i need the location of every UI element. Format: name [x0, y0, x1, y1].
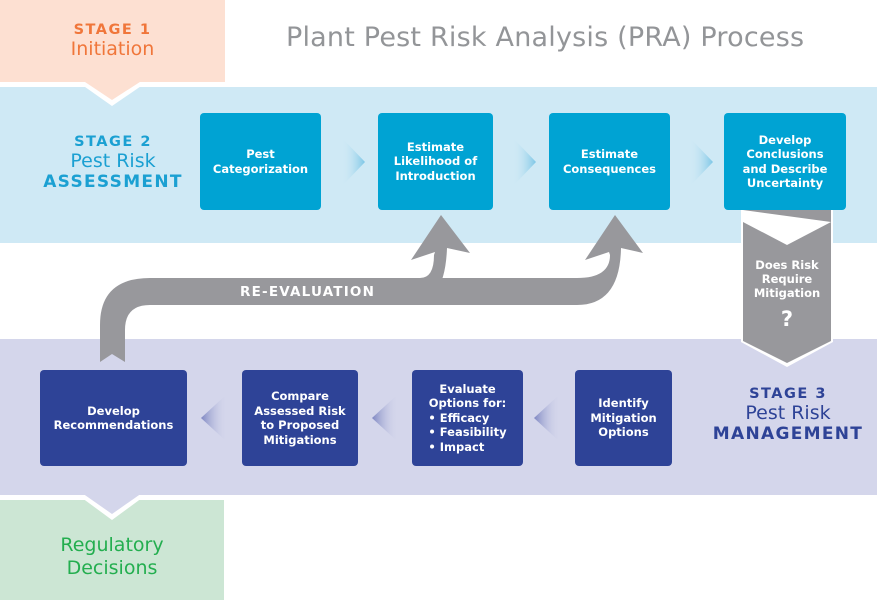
question-mark-icon: ? [780, 307, 794, 331]
step-text: Pest [246, 147, 275, 161]
bullet-efficacy: • Efficacy [428, 410, 490, 425]
step-text: Options [598, 425, 649, 440]
stage3-number: STAGE 3 [749, 386, 827, 402]
step-text: Uncertainty [746, 176, 824, 190]
step-text: Compare [271, 389, 329, 403]
step-text: Options for: [428, 396, 507, 411]
step-compare-assessed-risk: Compare Assessed Risk to Proposed Mitiga… [242, 370, 358, 466]
bullet-feasibility: • Feasibility [428, 425, 507, 440]
reevaluation-label: RE-EVALUATION [240, 284, 376, 300]
page-title: Plant Pest Risk Analysis (PRA) Process [286, 22, 805, 53]
decision-text: Mitigation [753, 286, 821, 300]
step-text: Consequences [562, 161, 657, 176]
stage2-bold: ASSESSMENT [43, 172, 183, 192]
step-text: Mitigations [263, 432, 337, 447]
stage1-name: Initiation [70, 38, 155, 60]
step-text: Develop [87, 403, 140, 418]
step-text: Conclusions [746, 147, 824, 161]
step-text: Estimate [580, 147, 639, 161]
bullet-impact: • Impact [428, 439, 485, 454]
decision-text: Require [761, 272, 813, 286]
stage2-name: Pest Risk [70, 150, 156, 172]
stage1-number: STAGE 1 [73, 22, 152, 38]
decision-text: Does Risk [755, 258, 819, 272]
stage2-number: STAGE 2 [74, 134, 152, 150]
stage3-bold: MANAGEMENT [712, 424, 864, 444]
step-text: Categorization [212, 161, 309, 176]
step-identify-mitigation: Identify Mitigation Options [575, 370, 672, 466]
step-text: and Describe [742, 161, 828, 176]
decision-question: Does Risk Require Mitigation [743, 258, 831, 300]
step-text: Develop [758, 132, 812, 147]
step-estimate-consequences: Estimate Consequences [549, 113, 670, 210]
step-develop-conclusions: Develop Conclusions and Describe Uncerta… [724, 113, 846, 210]
step-text: Assessed Risk [254, 403, 346, 418]
step-text: Evaluate [439, 381, 496, 396]
final-label: Regulatory Decisions [0, 534, 224, 580]
step-text: Estimate [406, 139, 465, 154]
step-evaluate-options: Evaluate Options for: • Efficacy • Feasi… [412, 370, 523, 466]
step-text: Introduction [395, 168, 476, 183]
final-text: Regulatory [60, 534, 164, 556]
step-text: Likelihood of [393, 154, 478, 169]
final-text: Decisions [66, 557, 158, 579]
stage1-box [0, 0, 225, 82]
step-text: Identify [598, 396, 649, 411]
step-text: to Proposed [260, 418, 340, 432]
step-estimate-likelihood: Estimate Likelihood of Introduction [378, 113, 493, 210]
step-text: Mitigation [590, 410, 657, 425]
stage2-label: STAGE 2 Pest Risk ASSESSMENT [38, 134, 188, 192]
step-text: Recommendations [53, 418, 174, 432]
stage3-label: STAGE 3 Pest Risk MANAGEMENT [708, 386, 868, 444]
stage1-label: STAGE 1 Initiation [0, 22, 225, 60]
stage3-name: Pest Risk [745, 402, 831, 424]
step-pest-categorization: Pest Categorization [200, 113, 321, 210]
step-develop-recommendations: Develop Recommendations [40, 370, 187, 466]
